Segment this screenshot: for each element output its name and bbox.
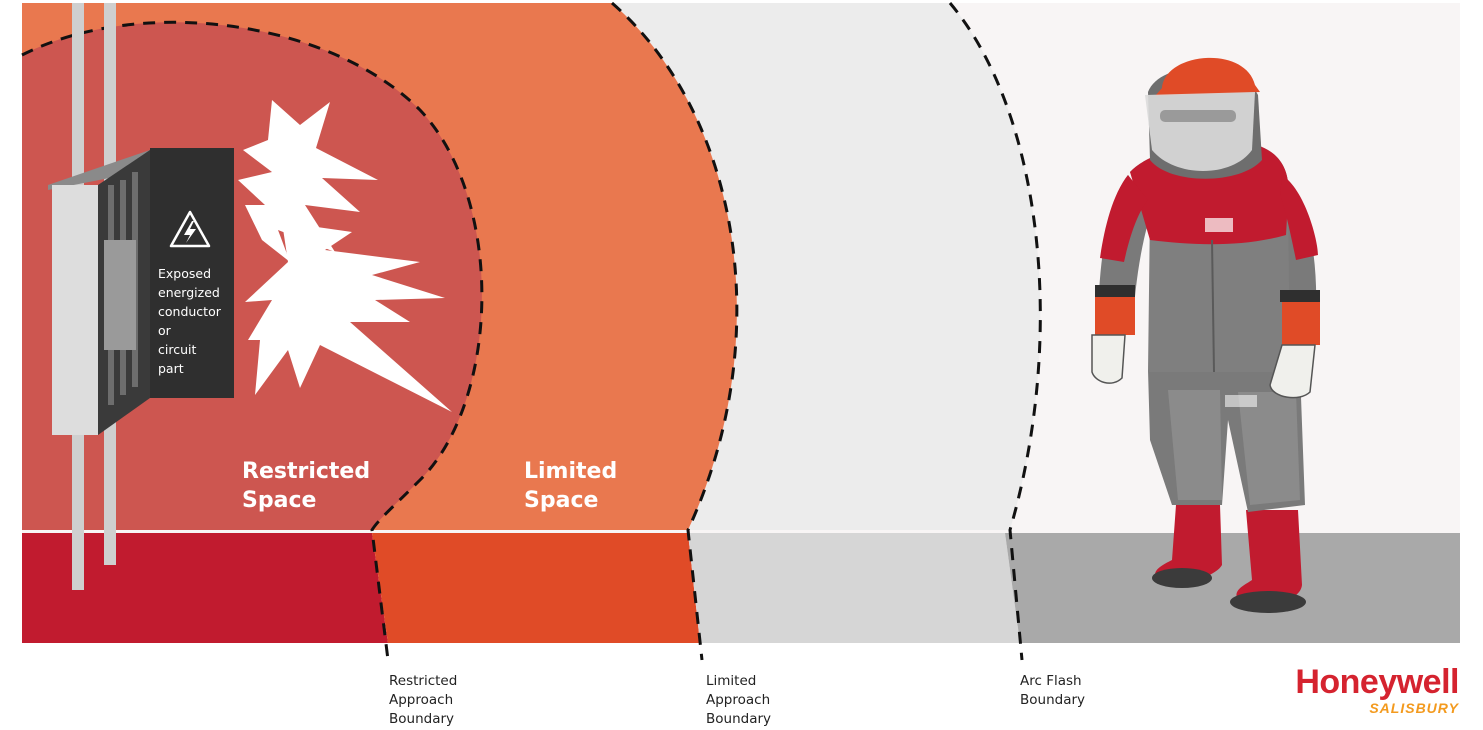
zone-label-line: Restricted — [242, 459, 370, 484]
boundary-label-line: Arc Flash — [1020, 673, 1082, 689]
boundary-label-line: Boundary — [706, 711, 772, 727]
restricted-approach-boundary-label: Restricted Approach Boundary — [389, 672, 457, 729]
restricted-approach-boundary-line — [21, 20, 484, 661]
lightning-flash-icon — [238, 100, 378, 262]
equipment-label-line: conductor — [158, 304, 222, 319]
honeywell-salisbury-logo: Honeywell SALISBURY — [1295, 664, 1459, 716]
floor-outer — [1005, 533, 1460, 643]
zone-label-line: Space — [242, 488, 316, 513]
equipment-label-line: energized — [158, 285, 220, 300]
electrical-cabinet — [48, 148, 234, 435]
arc-flash-boundary-label: Arc Flash Boundary — [1020, 672, 1085, 710]
equipment-label: Exposed energized conductor or circuit p… — [158, 266, 225, 376]
equipment-label-line: part — [158, 361, 184, 376]
zone-label-line: Limited — [524, 459, 617, 484]
lightning-flash-icon — [245, 222, 452, 412]
boundary-label-line: Approach — [706, 692, 771, 708]
boundary-label-line: Approach — [389, 692, 454, 708]
boundary-label-line: Boundary — [389, 711, 455, 727]
equipment-label-line: or — [158, 323, 172, 338]
restricted-space-label: Restricted Space — [242, 459, 378, 513]
floor-limited — [372, 533, 700, 643]
boundary-label-line: Restricted — [389, 673, 458, 689]
equipment-label-line: Exposed — [158, 266, 211, 281]
limited-space-label: Limited Space — [524, 459, 625, 513]
limited-approach-boundary-line — [611, 1, 739, 661]
boundary-label-line: Boundary — [1020, 692, 1086, 708]
boundary-label-line: Limited — [706, 673, 757, 689]
arc-flash-boundary-line — [948, 2, 1042, 661]
equipment-label-line: circuit — [158, 342, 196, 357]
zone-label-line: Space — [524, 488, 598, 513]
logo-sub: SALISBURY — [1369, 700, 1459, 716]
limited-approach-boundary-label: Limited Approach Boundary — [706, 672, 771, 729]
worker-in-arc-flash-suit — [1091, 57, 1320, 613]
floor-arc-flash — [688, 533, 1020, 643]
high-voltage-warning-icon — [169, 210, 211, 248]
logo-brand: Honeywell — [1295, 663, 1459, 701]
